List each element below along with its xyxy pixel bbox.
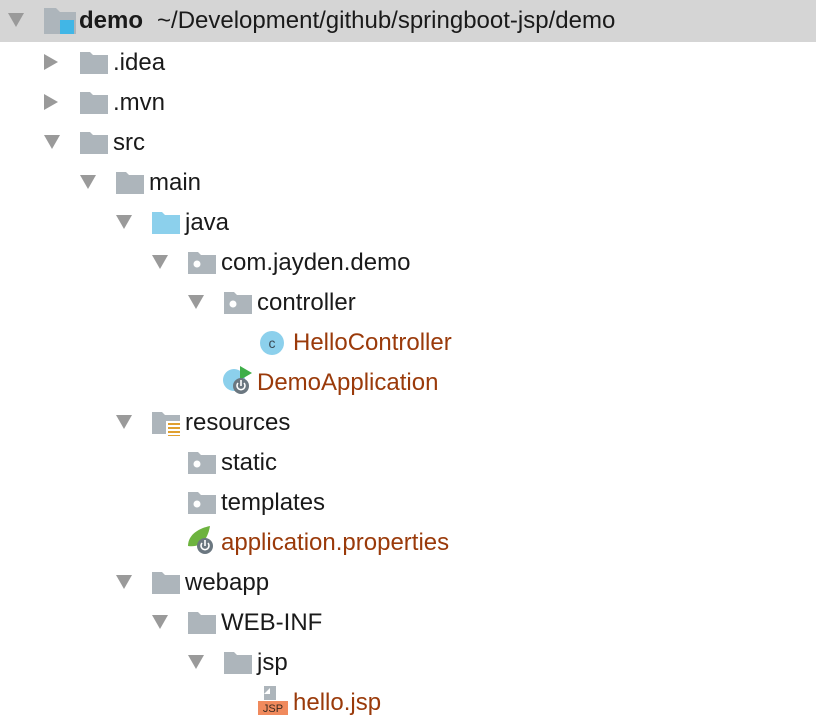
folder-icon — [150, 570, 182, 596]
collapse-arrow-icon[interactable] — [116, 215, 132, 229]
spring-properties-icon — [186, 526, 218, 554]
expand-arrow-icon[interactable] — [44, 94, 58, 110]
tree-row[interactable]: application.properties — [0, 522, 816, 562]
collapse-arrow-icon[interactable] — [188, 655, 204, 669]
project-name: demo — [79, 7, 144, 34]
root-label: demo ~/Development/github/springboot-jsp/… — [79, 6, 615, 36]
tree-row[interactable]: src — [0, 122, 816, 162]
project-path: ~/Development/github/springboot-jsp/demo — [157, 7, 616, 34]
source-folder-icon — [150, 210, 182, 236]
package-icon — [186, 450, 218, 476]
folder-icon — [78, 50, 110, 76]
collapse-arrow-icon[interactable] — [152, 615, 168, 629]
collapse-arrow-icon[interactable] — [188, 295, 204, 309]
tree-row[interactable]: static — [0, 442, 816, 482]
package-icon — [186, 250, 218, 276]
tree-row[interactable]: templates — [0, 482, 816, 522]
svg-text:c: c — [269, 335, 276, 351]
tree-row[interactable]: jsp — [0, 642, 816, 682]
package-icon — [186, 490, 218, 516]
tree-item-label: .idea — [113, 49, 166, 76]
package-icon — [222, 290, 254, 316]
resources-folder-icon — [150, 410, 182, 437]
jsp-file-icon: JSP — [258, 686, 290, 715]
tree-item-label: hello.jsp — [293, 689, 382, 716]
tree-item-label: static — [221, 449, 278, 476]
folder-icon — [78, 130, 110, 156]
tree-item-label: resources — [185, 409, 291, 436]
tree-item-label: java — [185, 209, 230, 236]
svg-text:JSP: JSP — [263, 703, 283, 715]
spring-boot-class-icon — [222, 366, 254, 394]
collapse-arrow-icon[interactable] — [116, 575, 132, 589]
expand-arrow-icon[interactable] — [44, 54, 58, 70]
tree-item-label: .mvn — [113, 89, 166, 116]
tree-item-label: templates — [221, 489, 326, 516]
tree-row[interactable]: resources — [0, 402, 816, 442]
tree-item-label: HelloController — [293, 329, 452, 356]
tree-row[interactable]: WEB-INF — [0, 602, 816, 642]
collapse-arrow-icon[interactable] — [152, 255, 168, 269]
tree-row[interactable]: .idea — [0, 42, 816, 82]
collapse-arrow-icon[interactable] — [44, 135, 60, 149]
tree-row[interactable]: c HelloController — [0, 322, 816, 362]
folder-icon — [186, 610, 218, 636]
tree-item-label: DemoApplication — [257, 369, 439, 396]
tree-item-label: webapp — [185, 569, 270, 596]
collapse-arrow-icon[interactable] — [8, 13, 24, 27]
tree-row[interactable]: com.jayden.demo — [0, 242, 816, 282]
tree-item-label: src — [113, 129, 145, 156]
collapse-arrow-icon[interactable] — [80, 175, 96, 189]
folder-icon — [114, 170, 146, 196]
collapse-arrow-icon[interactable] — [116, 415, 132, 429]
tree-item-label: jsp — [257, 649, 288, 676]
tree-item-label: com.jayden.demo — [221, 249, 411, 276]
tree-row[interactable]: java — [0, 202, 816, 242]
tree-row[interactable]: main — [0, 162, 816, 202]
module-folder-icon — [44, 8, 76, 34]
tree-row[interactable]: webapp — [0, 562, 816, 602]
class-icon: c — [258, 330, 290, 356]
tree-item-label: application.properties — [221, 529, 450, 556]
folder-icon — [78, 90, 110, 116]
tree-row-root[interactable]: demo ~/Development/github/springboot-jsp/… — [0, 0, 816, 42]
tree-item-label: main — [149, 169, 202, 196]
tree-item-label: controller — [257, 289, 356, 316]
folder-icon — [222, 650, 254, 676]
tree-row[interactable]: JSP hello.jsp — [0, 682, 816, 722]
tree-row[interactable]: DemoApplication — [0, 362, 816, 402]
tree-item-label: WEB-INF — [221, 609, 323, 636]
tree-row[interactable]: .mvn — [0, 82, 816, 122]
tree-row[interactable]: controller — [0, 282, 816, 322]
